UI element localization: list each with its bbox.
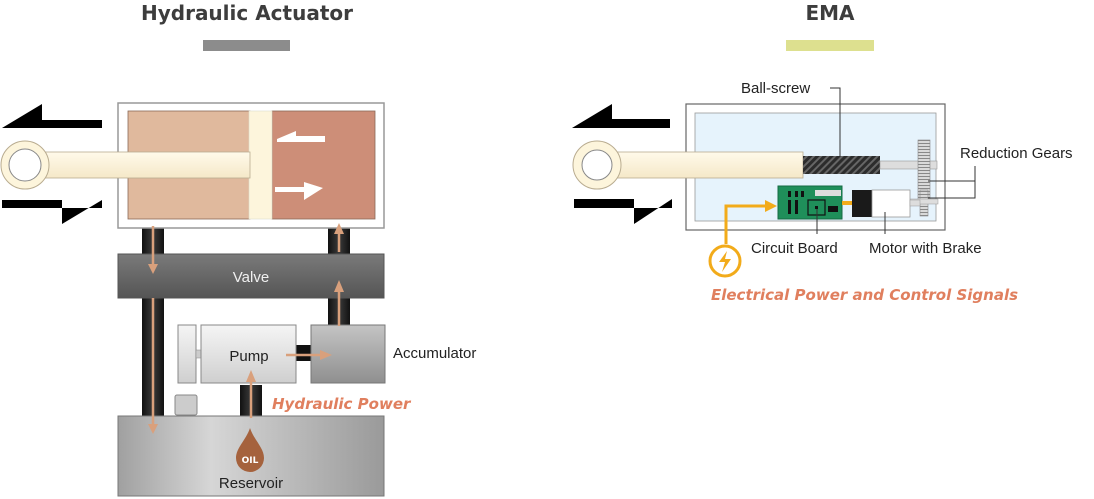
hydraulic-cylinder	[117, 102, 385, 229]
hydraulic-flow-arrows	[148, 223, 344, 434]
ema-section: EMA	[572, 1, 1073, 304]
oil-drop-icon: OIL	[236, 428, 264, 472]
circuit-board	[777, 185, 843, 220]
reduction-gears-label: Reduction Gears	[960, 145, 1073, 162]
circuit-board-label: Circuit Board	[751, 240, 838, 257]
oil-label: OIL	[242, 456, 259, 466]
ball-screw-label: Ball-screw	[741, 80, 810, 97]
flow-arrow-icon	[277, 131, 325, 142]
reservoir: OIL Reservoir	[117, 394, 385, 497]
hydraulic-actuator-section: Hydraulic Actuator	[0, 1, 476, 497]
hydraulic-power-label: Hydraulic Power	[272, 395, 412, 413]
accumulator-label: Accumulator	[393, 345, 476, 362]
ema-title: EMA	[805, 1, 855, 25]
accumulator: Accumulator	[310, 324, 476, 384]
pump: Pump	[177, 324, 297, 384]
reservoir-label: Reservoir	[219, 475, 283, 492]
motor-with-brake-label: Motor with Brake	[869, 240, 982, 257]
hydraulic-title: Hydraulic Actuator	[141, 1, 353, 25]
ema-title-underline	[786, 40, 874, 51]
leader-lines	[816, 87, 976, 234]
ema-rod	[572, 140, 804, 190]
piston	[248, 110, 273, 220]
pump-label: Pump	[229, 348, 268, 365]
electrical-power-label: Electrical Power and Control Signals	[711, 286, 1018, 304]
electric-feed-line	[724, 200, 777, 244]
valve-label: Valve	[233, 269, 269, 286]
hydraulic-title-underline	[203, 40, 290, 51]
ball-screw	[803, 156, 880, 174]
piston-rod	[0, 140, 251, 190]
bidirectional-arrows-icon	[572, 104, 672, 224]
motor-with-brake	[852, 189, 921, 218]
valve: Valve	[117, 253, 385, 299]
lightning-bolt-icon	[708, 244, 742, 278]
flow-arrow-icon	[275, 182, 323, 200]
bidirectional-arrows-icon	[2, 104, 102, 224]
